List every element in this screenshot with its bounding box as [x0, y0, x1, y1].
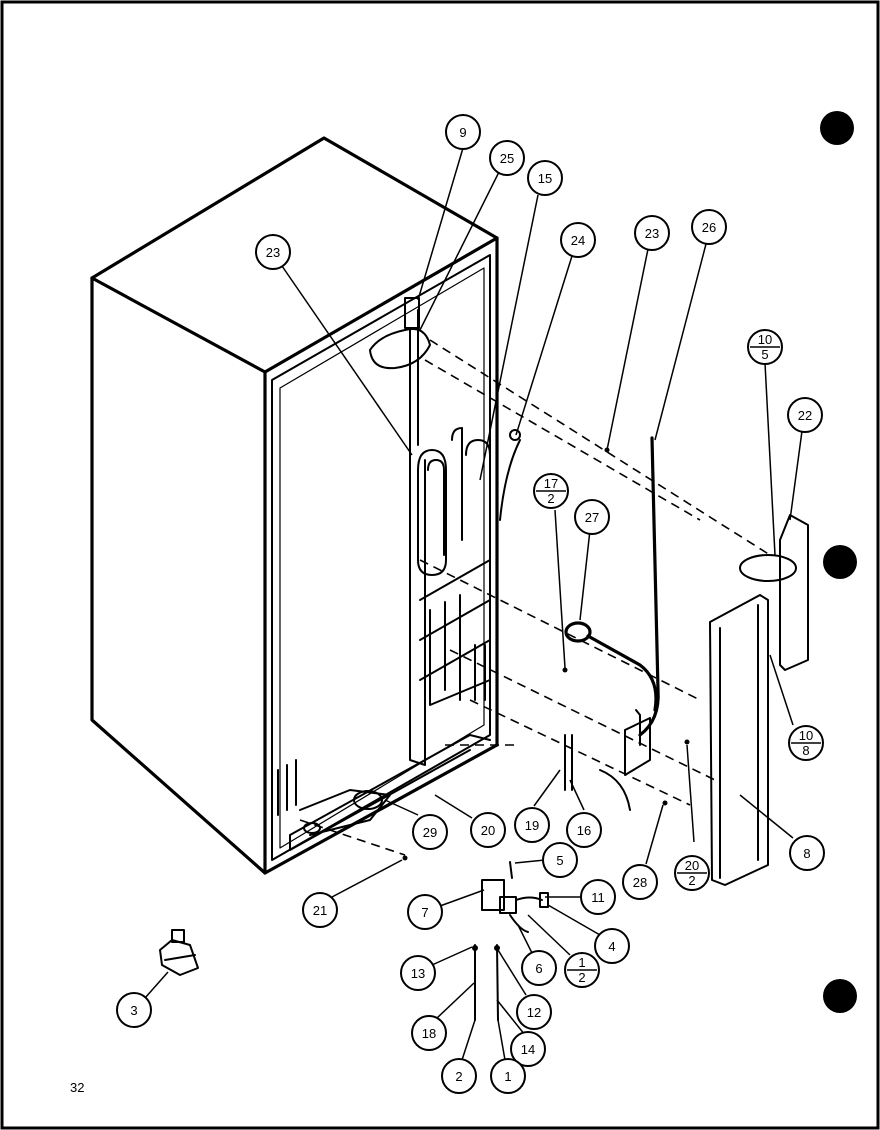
callout-27: 27	[574, 499, 610, 535]
callout-11: 11	[580, 879, 616, 915]
callout-5-label: 5	[556, 853, 563, 868]
callout-16-label: 16	[577, 823, 591, 838]
callout-4-label: 4	[608, 939, 615, 954]
callout-25-label: 25	[500, 151, 514, 166]
callout-20-label: 20	[481, 823, 495, 838]
projection-lines	[299, 339, 771, 856]
callout-13: 13	[400, 955, 436, 991]
callout-14: 14	[510, 1031, 546, 1067]
callout-20-2-bottom: 2	[688, 873, 695, 888]
callout-17-2-top: 17	[544, 476, 558, 491]
callout-24-label: 24	[571, 233, 585, 248]
callout-12: 12	[516, 994, 552, 1030]
callout-18: 18	[411, 1015, 447, 1051]
callout-28: 28	[622, 864, 658, 900]
callout-10-8: 108	[788, 725, 824, 761]
leader-lines	[144, 147, 803, 1061]
callout-23-right-label: 23	[645, 226, 659, 241]
cabinet	[90, 136, 499, 875]
callout-22: 22	[787, 397, 823, 433]
callout-25: 25	[489, 140, 525, 176]
callout-10-5-bottom: 5	[761, 347, 768, 362]
callout-17-2: 172	[533, 473, 569, 509]
callout-9: 9	[445, 114, 481, 150]
callout-1-2: 12	[564, 952, 600, 988]
callout-8: 8	[789, 835, 825, 871]
binder-hole-bottom	[823, 979, 857, 1013]
callout-4: 4	[594, 928, 630, 964]
callout-1-2-bottom: 2	[578, 970, 585, 985]
callout-6: 6	[521, 950, 557, 986]
callout-20-2-top: 20	[685, 858, 699, 873]
callout-17-2-bottom: 2	[547, 491, 554, 506]
callout-22-label: 22	[798, 408, 812, 423]
callout-9-label: 9	[459, 125, 466, 140]
callout-3-label: 3	[130, 1003, 137, 1018]
callout-19: 19	[514, 807, 550, 843]
callout-7: 7	[407, 894, 443, 930]
callout-2-label: 2	[455, 1069, 462, 1084]
part-3-component	[159, 929, 199, 976]
callout-1: 1	[490, 1058, 526, 1094]
callout-5: 5	[542, 842, 578, 878]
callout-29: 29	[412, 814, 448, 850]
callout-29-label: 29	[423, 825, 437, 840]
callout-26: 26	[691, 209, 727, 245]
callout-10-5-top: 10	[758, 332, 772, 347]
callout-21-label: 21	[313, 903, 327, 918]
callout-28-label: 28	[633, 875, 647, 890]
callout-10-8-bottom: 8	[802, 743, 809, 758]
callout-21: 21	[302, 892, 338, 928]
callout-18-label: 18	[422, 1026, 436, 1041]
callout-23-right: 23	[634, 215, 670, 251]
callout-20-2: 202	[674, 855, 710, 891]
callout-2: 2	[441, 1058, 477, 1094]
callout-12-label: 12	[527, 1005, 541, 1020]
binder-hole-top	[820, 111, 854, 145]
callout-20: 20	[470, 812, 506, 848]
callout-3: 3	[116, 992, 152, 1028]
callout-8-label: 8	[803, 846, 810, 861]
callout-13-label: 13	[411, 966, 425, 981]
callout-15: 15	[527, 160, 563, 196]
callout-11-label: 11	[591, 890, 605, 905]
callout-15-label: 15	[538, 171, 552, 186]
callout-7-label: 7	[421, 905, 428, 920]
callout-1-label: 1	[504, 1069, 511, 1084]
callout-23-left-label: 23	[266, 245, 280, 260]
callout-1-2-top: 1	[578, 955, 585, 970]
callout-6-label: 6	[535, 961, 542, 976]
callout-16: 16	[566, 812, 602, 848]
page-number: 32	[70, 1080, 85, 1095]
callout-10-5: 105	[747, 329, 783, 365]
back-panels	[709, 514, 809, 886]
electrical-parts	[402, 436, 690, 861]
condenser-coil	[369, 297, 521, 766]
callout-27-label: 27	[585, 510, 599, 525]
callout-26-label: 26	[702, 220, 716, 235]
callout-23-left: 23	[255, 234, 291, 270]
callout-24: 24	[560, 222, 596, 258]
callout-10-8-top: 10	[799, 728, 813, 743]
callout-14-label: 14	[521, 1042, 535, 1057]
callout-19-label: 19	[525, 818, 539, 833]
binder-hole-middle	[823, 545, 857, 579]
